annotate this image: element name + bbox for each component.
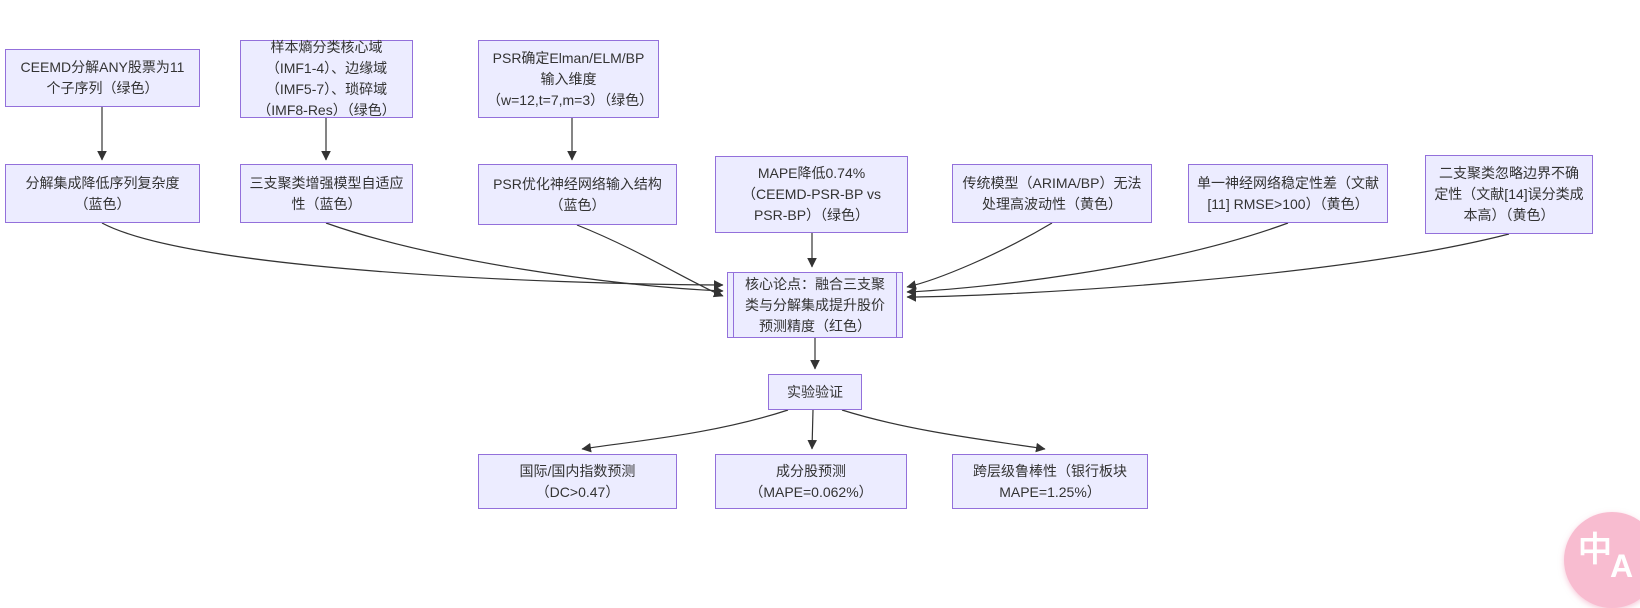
- edge-trad-core: [906, 222, 1053, 290]
- node-decomp-ensemble: 分解集成降低序列复杂度（蓝色）: [5, 164, 200, 223]
- edge-twoway-core: [906, 233, 1510, 302]
- edge-exp-robust: [841, 409, 1046, 453]
- node-ceemd-decompose: CEEMD分解ANY股票为11个子序列（绿色）: [5, 49, 200, 107]
- node-stock-prediction: 成分股预测（MAPE=0.062%）: [715, 454, 907, 509]
- core-thesis-label: 核心论点：融合三支聚类与分解集成提升股价预测精度（红色）: [745, 275, 885, 334]
- edge-single-core: [906, 222, 1289, 297]
- node-experiment: 实验验证: [768, 374, 862, 410]
- node-robustness: 跨层级鲁棒性（银行板块MAPE=1.25%）: [952, 454, 1148, 509]
- translate-zh-glyph: 中: [1578, 531, 1612, 569]
- edge-exp-stock: [807, 409, 818, 450]
- node-sample-entropy: 样本熵分类核心域（IMF1-4）、边缘域（IMF5-7）、琐碎域（IMF8-Re…: [240, 39, 413, 118]
- node-psr-optimize: PSR优化神经网络输入结构（蓝色）: [478, 164, 677, 225]
- edge-decomp-core: [101, 222, 724, 290]
- node-traditional-model: 传统模型（ARIMA/BP）无法处理高波动性（黄色）: [952, 164, 1152, 223]
- node-psr-input-dim: PSR确定Elman/ELM/BP输入维度（w=12,t=7,m=3）（绿色）: [478, 40, 659, 118]
- edge-psropt-core: [576, 224, 724, 298]
- node-index-prediction: 国际/国内指数预测（DC>0.47）: [478, 454, 677, 509]
- subroutine-border-left: [733, 273, 734, 337]
- subroutine-border-right: [896, 273, 897, 337]
- node-mape-reduction: MAPE降低0.74%（CEEMD-PSR-BP vs PSR-BP）（绿色）: [715, 156, 908, 233]
- edge-exp-index: [581, 409, 789, 453]
- node-single-nn: 单一神经网络稳定性差（文献[11] RMSE>100）（黄色）: [1188, 164, 1388, 223]
- node-core-thesis: 核心论点：融合三支聚类与分解集成提升股价预测精度（红色）: [727, 272, 903, 338]
- translate-en-glyph: A: [1610, 548, 1634, 584]
- flowchart-canvas: CEEMD分解ANY股票为11个子序列（绿色） 样本熵分类核心域（IMF1-4）…: [5, 39, 1640, 608]
- edge-layer: [97, 107, 1510, 453]
- node-two-way-cluster: 二支聚类忽略边界不确定性（文献[14]误分类成本高）（黄色）: [1425, 155, 1593, 234]
- edge-threeway-core: [325, 222, 724, 296]
- node-three-way-cluster: 三支聚类增强模型自适应性（蓝色）: [240, 164, 413, 223]
